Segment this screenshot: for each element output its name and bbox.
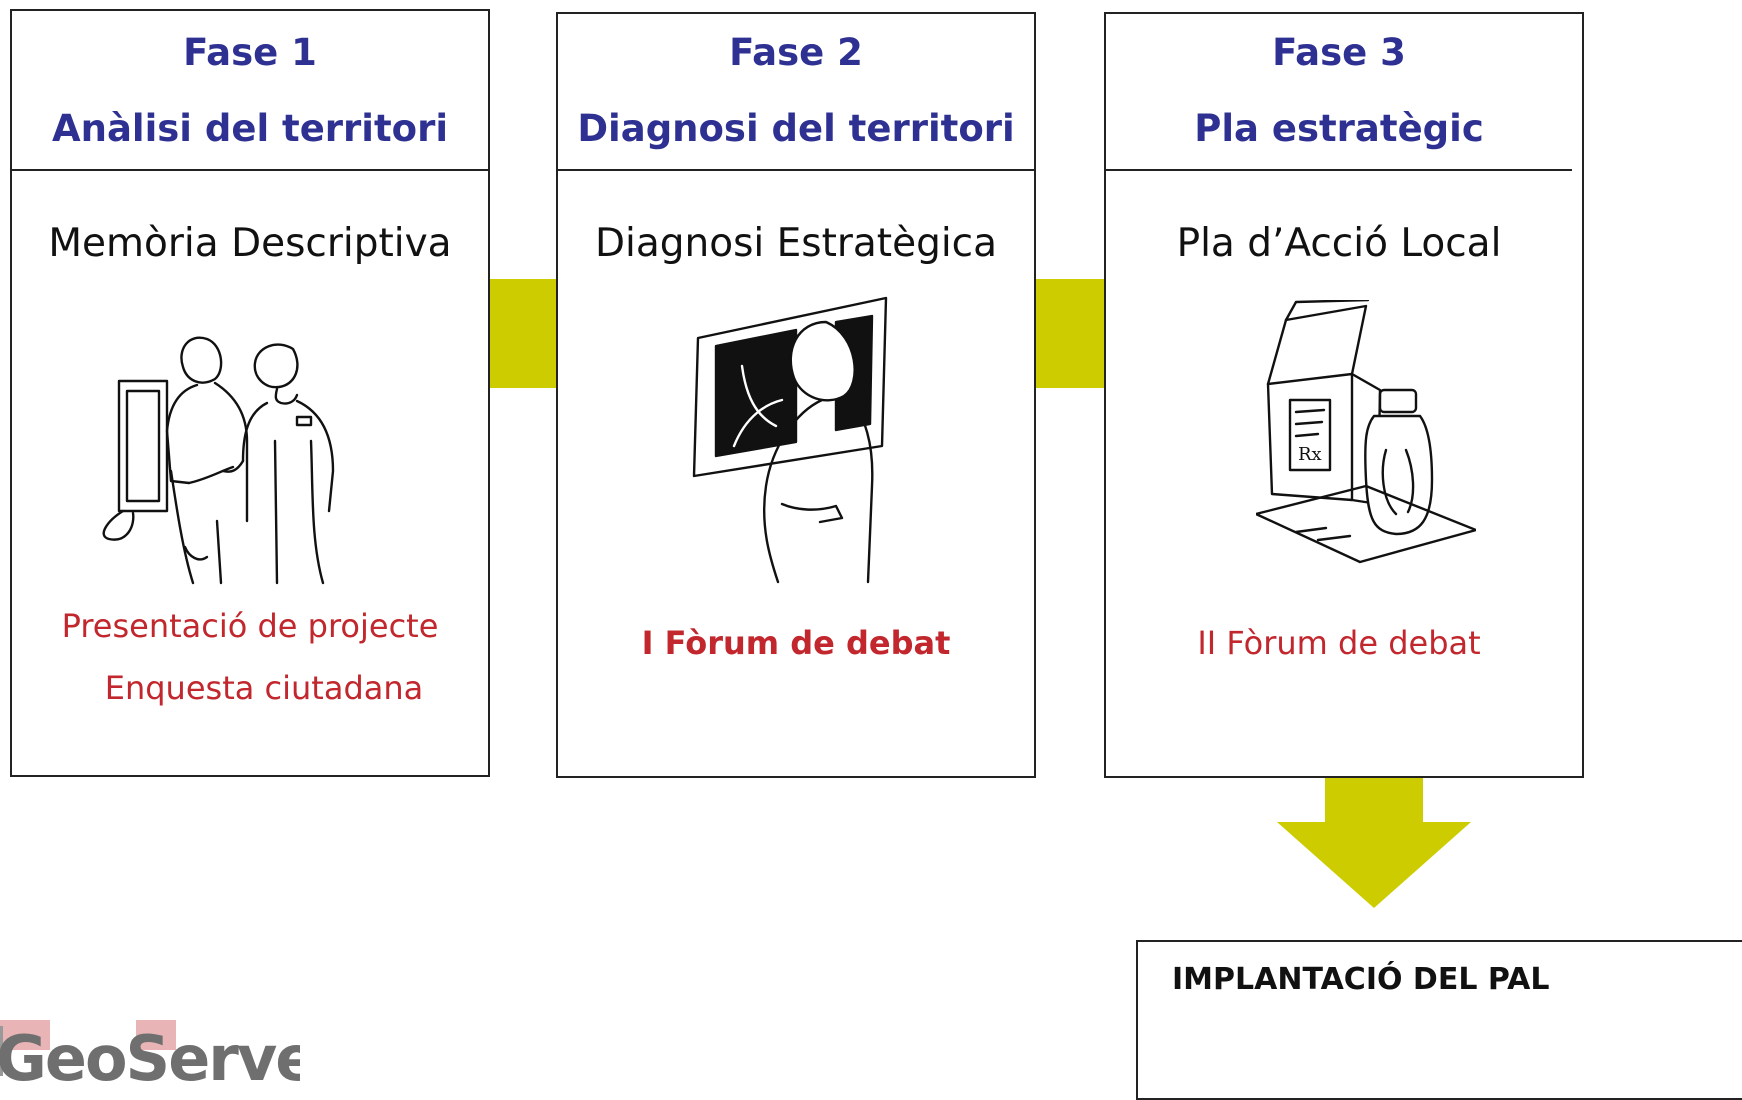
- phase-document: Pla d’Acció Local: [1176, 221, 1502, 266]
- phase-activity: Enquesta ciutadana: [104, 669, 424, 707]
- phase-header: Fase 1 Anàlisi del territori: [12, 11, 488, 171]
- phase-document: Memòria Descriptiva: [48, 221, 452, 266]
- geoservei-logo: GeoServei: [0, 1020, 300, 1081]
- connector-fase2-fase3: [1035, 279, 1106, 388]
- phase-title: Anàlisi del territori: [51, 107, 449, 150]
- phase-activity: II Fòrum de debat: [1197, 624, 1481, 662]
- phase-title: Diagnosi del territori: [577, 107, 1015, 150]
- phase-label: Fase 3: [1272, 31, 1406, 74]
- implementation-label: IMPLANTACIÓ DEL PAL: [1172, 962, 1550, 997]
- phase-box-fase3: Fase 3 Pla estratègic Pla d’Acció Local …: [1104, 12, 1584, 778]
- phase-activity: Presentació de projecte: [61, 607, 439, 645]
- connector-fase1-fase2: [489, 279, 558, 388]
- phase-label: Fase 2: [729, 31, 863, 74]
- phase-activity: I Fòrum de debat: [641, 624, 951, 662]
- phase-box-fase2: Fase 2 Diagnosi del territori Diagnosi E…: [556, 12, 1036, 778]
- medicine-box-icon: Rx: [1256, 300, 1476, 564]
- phase-label: Fase 1: [183, 31, 317, 74]
- phase-header: Fase 2 Diagnosi del territori: [558, 14, 1034, 171]
- doctor-and-patient-icon: [102, 336, 335, 585]
- down-arrow-icon: [1277, 778, 1471, 908]
- xray-review-icon: [692, 296, 888, 584]
- implementation-box: IMPLANTACIÓ DEL PAL: [1136, 940, 1742, 1100]
- phase-box-fase1: Fase 1 Anàlisi del territori Memòria Des…: [10, 9, 490, 777]
- phase-title: Pla estratègic: [1194, 107, 1484, 150]
- phase-header: Fase 3 Pla estratègic: [1106, 14, 1572, 171]
- svg-text:Rx: Rx: [1298, 444, 1322, 465]
- phase-document: Diagnosi Estratègica: [594, 221, 998, 266]
